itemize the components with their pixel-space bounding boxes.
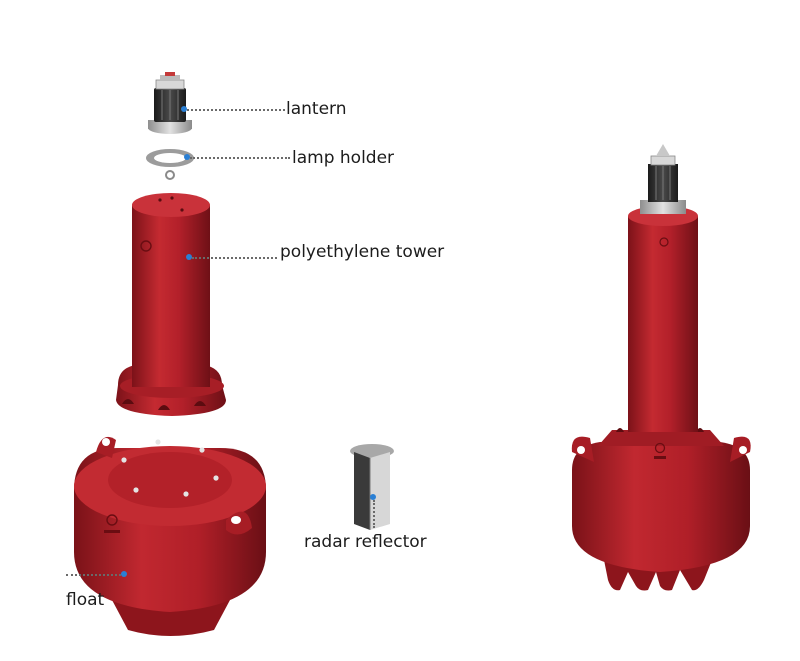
lamp-holder-marker [184, 154, 190, 160]
lantern-marker [181, 106, 187, 112]
polyethylene-tower-marker [186, 254, 192, 260]
radar-reflector-label: radar reflector [304, 532, 427, 552]
radar-reflector-leader [373, 500, 375, 528]
float-marker [121, 571, 127, 577]
lamp-holder-label: lamp holder [292, 148, 395, 168]
polyethylene-tower-part [116, 193, 226, 416]
lamp-holder-leader [190, 157, 290, 159]
lamp-holder-part [146, 149, 194, 180]
polyethylene-tower-label: polyethylene tower [280, 242, 445, 262]
lantern-label: lantern [286, 99, 347, 119]
float-leader [66, 574, 121, 576]
assembled-buoy [571, 144, 751, 591]
float-label: float [66, 590, 105, 610]
lantern-leader [187, 109, 285, 111]
radar-reflector-part [350, 444, 394, 530]
radar-reflector-marker [370, 494, 376, 500]
lantern-part [148, 72, 192, 134]
polyethylene-tower-leader [192, 257, 277, 259]
